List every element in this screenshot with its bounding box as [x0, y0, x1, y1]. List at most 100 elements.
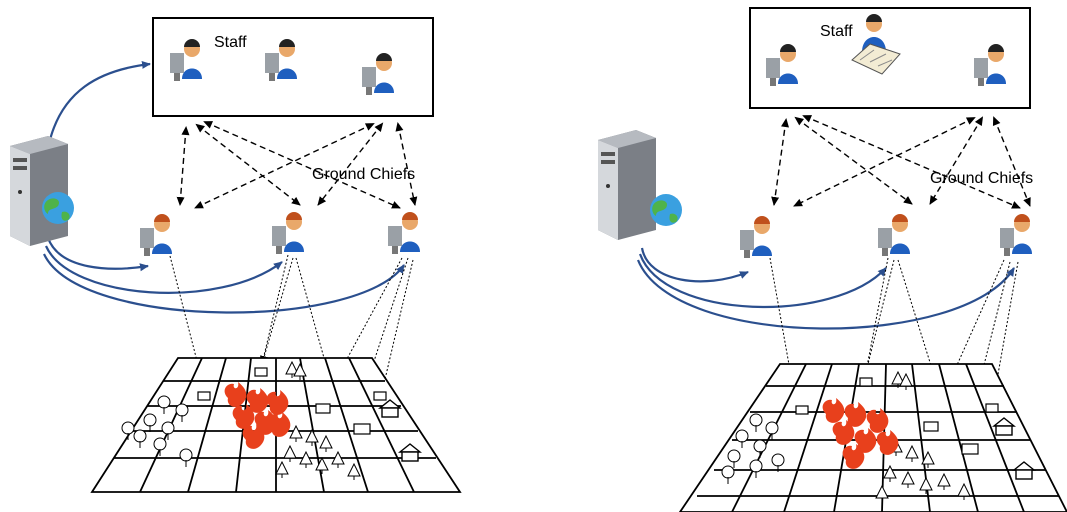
operator-at-computer-icon — [974, 44, 1006, 86]
fire-icon — [268, 412, 291, 437]
tree-icon — [133, 429, 147, 448]
globe-icon — [650, 194, 682, 226]
command-links — [176, 121, 418, 209]
staff-label: Staff — [214, 34, 247, 51]
tree-icon — [179, 448, 193, 467]
house-icon — [378, 399, 402, 418]
tree-icon-cluster — [721, 413, 785, 484]
tree-icon — [735, 429, 749, 448]
server-tower-icon — [598, 130, 656, 240]
network-link-chief-1 — [640, 247, 749, 283]
operator-at-computer-icon — [272, 212, 304, 254]
pine-tree-icon — [275, 460, 289, 478]
operator-at-computer-icon — [265, 39, 297, 81]
tree-icon — [175, 403, 189, 422]
pine-tree-icon — [283, 444, 297, 462]
pine-tree-icon — [901, 470, 915, 488]
tree-icon — [765, 421, 779, 440]
tree-icon — [161, 421, 175, 440]
fire-icon — [832, 420, 855, 445]
fire-icon — [842, 444, 865, 469]
truck-icon-cluster — [197, 367, 387, 435]
network-link-chief-2 — [44, 245, 283, 294]
command-links — [771, 115, 1031, 209]
truck-icon — [795, 405, 809, 415]
pine-tree-icon — [305, 428, 319, 446]
staff-box — [152, 17, 434, 117]
panel-left: Staff Ground Chiefs — [10, 17, 462, 493]
operator-at-computer-icon — [740, 216, 772, 258]
house-icon — [992, 417, 1016, 436]
network-link-chief-2 — [638, 253, 887, 309]
truck-icon — [923, 421, 939, 432]
fire-icon-cluster — [224, 382, 291, 449]
pine-tree-icon — [347, 462, 361, 480]
operator-at-computer-icon — [140, 214, 172, 256]
panel-right: Staff Ground Chiefs — [534, 0, 1067, 512]
pine-tree-icon — [883, 464, 897, 482]
fire-icon — [232, 404, 255, 429]
officer-with-map-icon — [851, 14, 901, 75]
pine-tree-icon — [315, 456, 329, 474]
truck-icon-cluster — [795, 377, 999, 455]
house-icon-cluster — [992, 417, 1036, 480]
tree-icon — [749, 459, 763, 478]
tree-icon-cluster — [121, 395, 193, 467]
truck-icon — [353, 423, 371, 435]
pine-tree-icon — [331, 450, 345, 468]
fire-icon — [266, 390, 289, 415]
ground-chiefs-label: Ground Chiefs — [312, 166, 416, 183]
staff-label: Staff — [820, 23, 853, 40]
pine-tree-icon-cluster — [275, 360, 361, 480]
pine-tree-icon — [957, 482, 971, 500]
pine-tree-icon — [921, 450, 935, 468]
pine-tree-icon-cluster — [875, 370, 971, 502]
globe-icon — [42, 192, 74, 224]
pine-tree-icon — [319, 434, 333, 452]
network-link-chief-3 — [636, 259, 1015, 330]
truck-icon — [961, 443, 979, 455]
operator-at-computer-icon — [1000, 214, 1032, 256]
fire-icon — [242, 424, 265, 449]
truck-icon — [315, 403, 331, 414]
tree-icon — [721, 465, 735, 484]
fire-icon — [866, 408, 889, 433]
operator-at-computer-icon — [362, 53, 394, 95]
tree-icon — [753, 439, 767, 458]
truck-icon — [373, 391, 387, 401]
operator-at-computer-icon — [388, 212, 420, 254]
truck-icon — [985, 403, 999, 413]
pine-tree-icon — [289, 424, 303, 442]
fire-icon-cluster — [822, 398, 899, 469]
house-icon — [398, 443, 422, 462]
tree-icon — [153, 437, 167, 456]
ground-chiefs-label: Ground Chiefs — [930, 170, 1034, 187]
tree-icon — [727, 449, 741, 468]
operator-at-computer-icon — [766, 44, 798, 86]
pine-tree-icon — [899, 372, 913, 390]
tree-icon — [157, 395, 171, 414]
pine-tree-icon — [937, 472, 951, 490]
operator-at-computer-icon — [878, 214, 910, 256]
truck-icon — [197, 391, 211, 401]
tree-icon — [121, 421, 135, 440]
fire-icon — [844, 402, 867, 427]
tree-icon — [771, 453, 785, 472]
network-link-chief-3 — [43, 253, 405, 314]
operator-at-computer-icon — [170, 39, 202, 81]
fire-icon — [854, 428, 877, 453]
tree-icon — [143, 413, 157, 432]
pine-tree-icon — [293, 362, 307, 380]
pine-tree-icon — [919, 476, 933, 494]
pine-tree-icon — [905, 444, 919, 462]
tree-icon — [749, 413, 763, 432]
house-icon — [1012, 461, 1036, 480]
fire-icon — [224, 382, 247, 407]
pine-tree-icon — [299, 450, 313, 468]
network-link-staff — [46, 60, 151, 149]
network-links — [636, 247, 1015, 330]
diagram-left — [10, 17, 462, 493]
diagram-right — [598, 7, 1067, 512]
pine-tree-icon — [875, 484, 889, 502]
network-links — [43, 60, 405, 314]
